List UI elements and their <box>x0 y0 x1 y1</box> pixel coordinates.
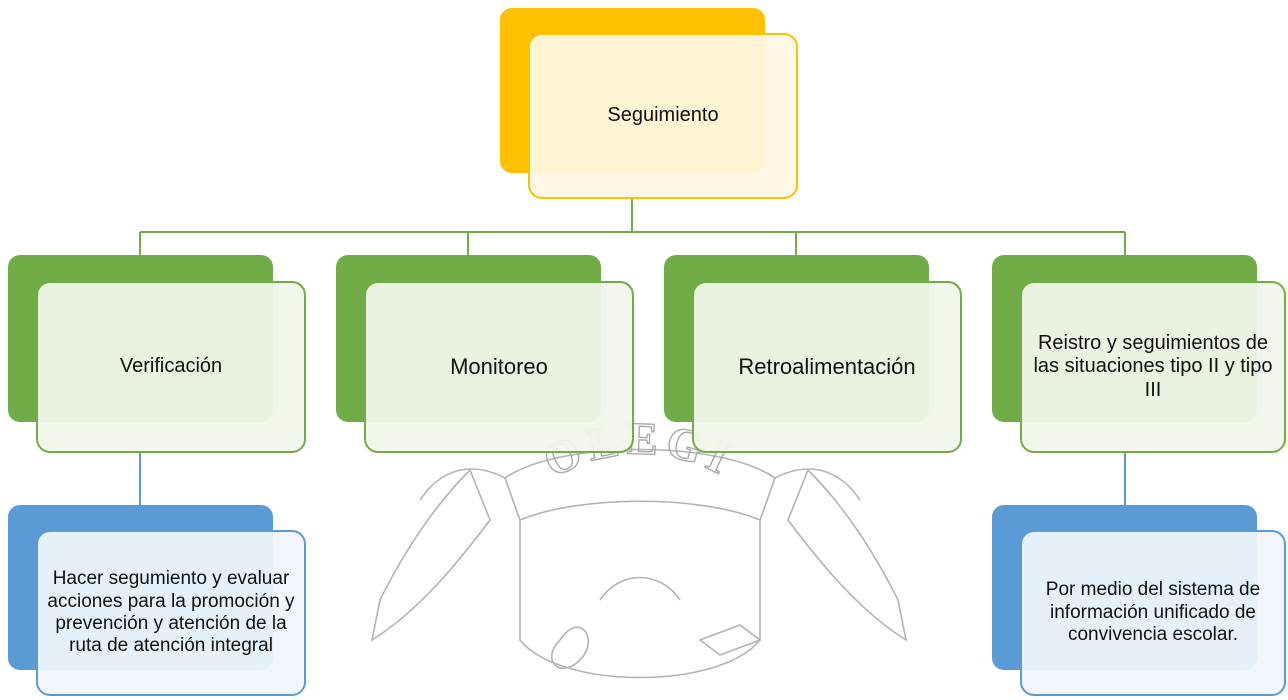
node-seguimiento-label: Seguimiento <box>607 104 719 127</box>
node-retroalimentacion-label: Retroalimentación <box>738 354 916 380</box>
node-monitoreo-box: Monitoreo <box>364 281 634 453</box>
node-registro-label: Reistro y seguimientos de las situacione… <box>1033 331 1273 401</box>
node-retroalimentacion-box: Retroalimentación <box>692 281 962 453</box>
node-seguimiento-box: Seguimiento <box>528 33 798 199</box>
node-monitoreo-label: Monitoreo <box>450 354 548 380</box>
node-verificacion-detail-box: Hacer segumiento y evaluar acciones para… <box>36 530 306 696</box>
node-registro-detail-label: Por medio del sistema de información uni… <box>1045 579 1261 646</box>
node-verificacion-label: Verificación <box>119 355 223 378</box>
node-verificacion-detail-label: Hacer segumiento y evaluar acciones para… <box>47 568 295 657</box>
node-verificacion-box: Verificación <box>36 281 306 453</box>
node-registro-box: Reistro y seguimientos de las situacione… <box>1020 281 1286 453</box>
node-registro-detail-box: Por medio del sistema de información uni… <box>1020 530 1286 696</box>
